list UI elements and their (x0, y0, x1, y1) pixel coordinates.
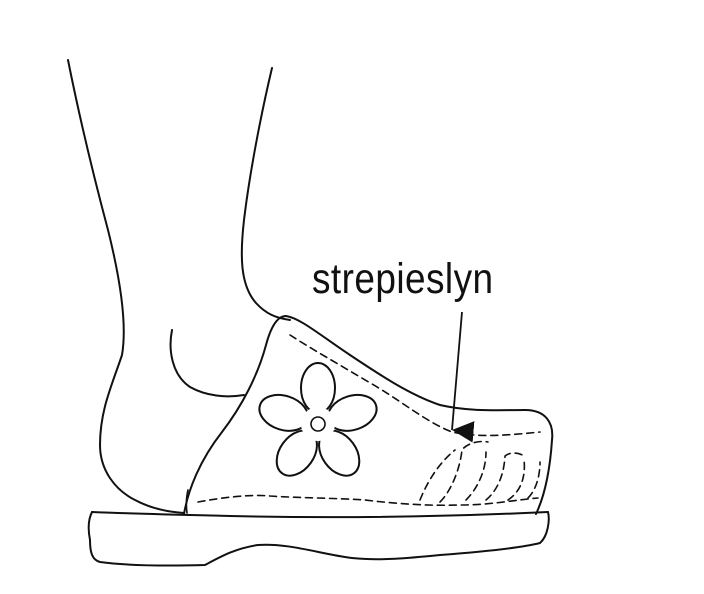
leg-front-outline (240, 67, 291, 321)
stitching-line-label: strepieslyn (312, 255, 494, 303)
clog-heel-collar (185, 489, 189, 514)
sole-outline (87, 511, 550, 567)
flower-decoration (258, 362, 378, 477)
clog-upper-outline (183, 315, 554, 515)
flower-center (310, 416, 326, 432)
ankle-bone-line (169, 329, 245, 398)
leg-back-outline (67, 59, 185, 514)
stitching-bottom-dashed (197, 494, 539, 507)
sole-top-edge (91, 511, 549, 519)
stitching-top-dashed (289, 334, 541, 437)
toe-outlines-dashed (419, 440, 541, 503)
label-arrow (451, 311, 475, 443)
